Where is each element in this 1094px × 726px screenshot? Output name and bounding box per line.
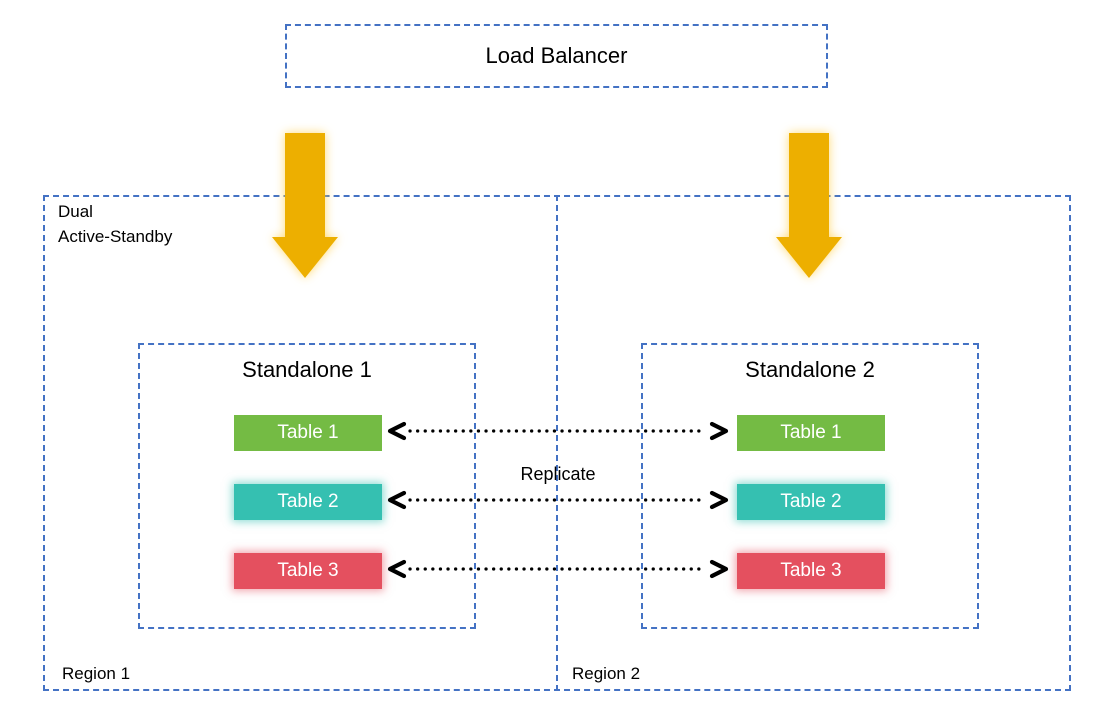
replicate-label: Replicate — [520, 464, 596, 484]
standalone1-box: Standalone 1 Table 1 Table 2 Table 3 — [138, 343, 476, 629]
standalone1-table3: Table 3 — [234, 553, 382, 589]
cluster-label-line2: Active-Standby — [58, 227, 173, 246]
down-arrow-icon — [272, 133, 338, 278]
cluster-label-line1: Dual — [58, 202, 93, 221]
replicate-arrows-icon — [387, 421, 729, 579]
region2-label: Region 2 — [572, 664, 641, 683]
region1-label: Region 1 — [62, 664, 131, 683]
standalone2-box: Standalone 2 Table 1 Table 2 Table 3 — [641, 343, 979, 629]
standalone1-table2: Table 2 — [234, 484, 382, 520]
standalone2-title: Standalone 2 — [745, 357, 875, 382]
standalone2-table2: Table 2 — [737, 484, 885, 520]
standalone2-table3: Table 3 — [737, 553, 885, 589]
load-balancer-label: Load Balancer — [485, 43, 628, 68]
region-divider-line — [556, 195, 558, 691]
down-arrow-icon — [776, 133, 842, 278]
cluster-label: Dual Active-Standby — [58, 199, 172, 249]
standalone2-table1: Table 1 — [737, 415, 885, 451]
standalone1-title: Standalone 1 — [242, 357, 372, 382]
standalone1-table1: Table 1 — [234, 415, 382, 451]
load-balancer-box: Load Balancer — [285, 24, 828, 88]
